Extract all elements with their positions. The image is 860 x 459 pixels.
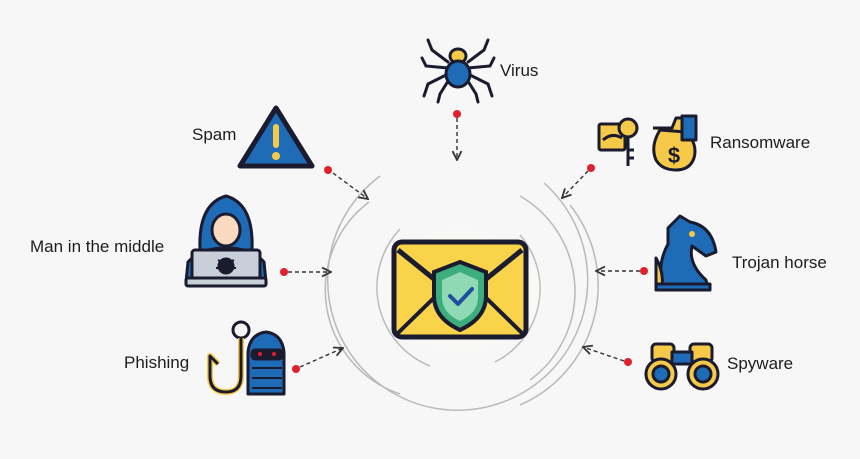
spyware-label: Spyware bbox=[727, 354, 794, 373]
phishing-connector bbox=[299, 348, 343, 368]
connector-dots bbox=[280, 110, 648, 373]
trojan-horse-label: Trojan horse bbox=[732, 253, 827, 272]
spider-icon bbox=[420, 38, 496, 104]
spam-connector bbox=[332, 172, 368, 199]
svg-text:$: $ bbox=[668, 143, 680, 168]
key-and-money-bag-icon: $ bbox=[597, 114, 698, 172]
man-in-the-middle-label: Man in the middle bbox=[30, 237, 165, 256]
chess-knight-icon bbox=[654, 214, 718, 292]
binoculars-icon bbox=[644, 342, 720, 391]
fish-hook-thief-icon bbox=[207, 320, 286, 396]
ransomware-connector bbox=[562, 170, 589, 198]
warning-triangle-icon bbox=[237, 105, 315, 169]
phishing-label: Phishing bbox=[124, 353, 190, 372]
spyware-connector bbox=[583, 347, 625, 362]
hooded-hacker-icon bbox=[184, 194, 268, 288]
spam-label: Spam bbox=[192, 125, 237, 144]
secure-envelope-icon bbox=[372, 225, 548, 355]
ransomware-label: Ransomware bbox=[710, 133, 811, 152]
connectors bbox=[288, 118, 640, 368]
virus-label: Virus bbox=[500, 61, 539, 80]
